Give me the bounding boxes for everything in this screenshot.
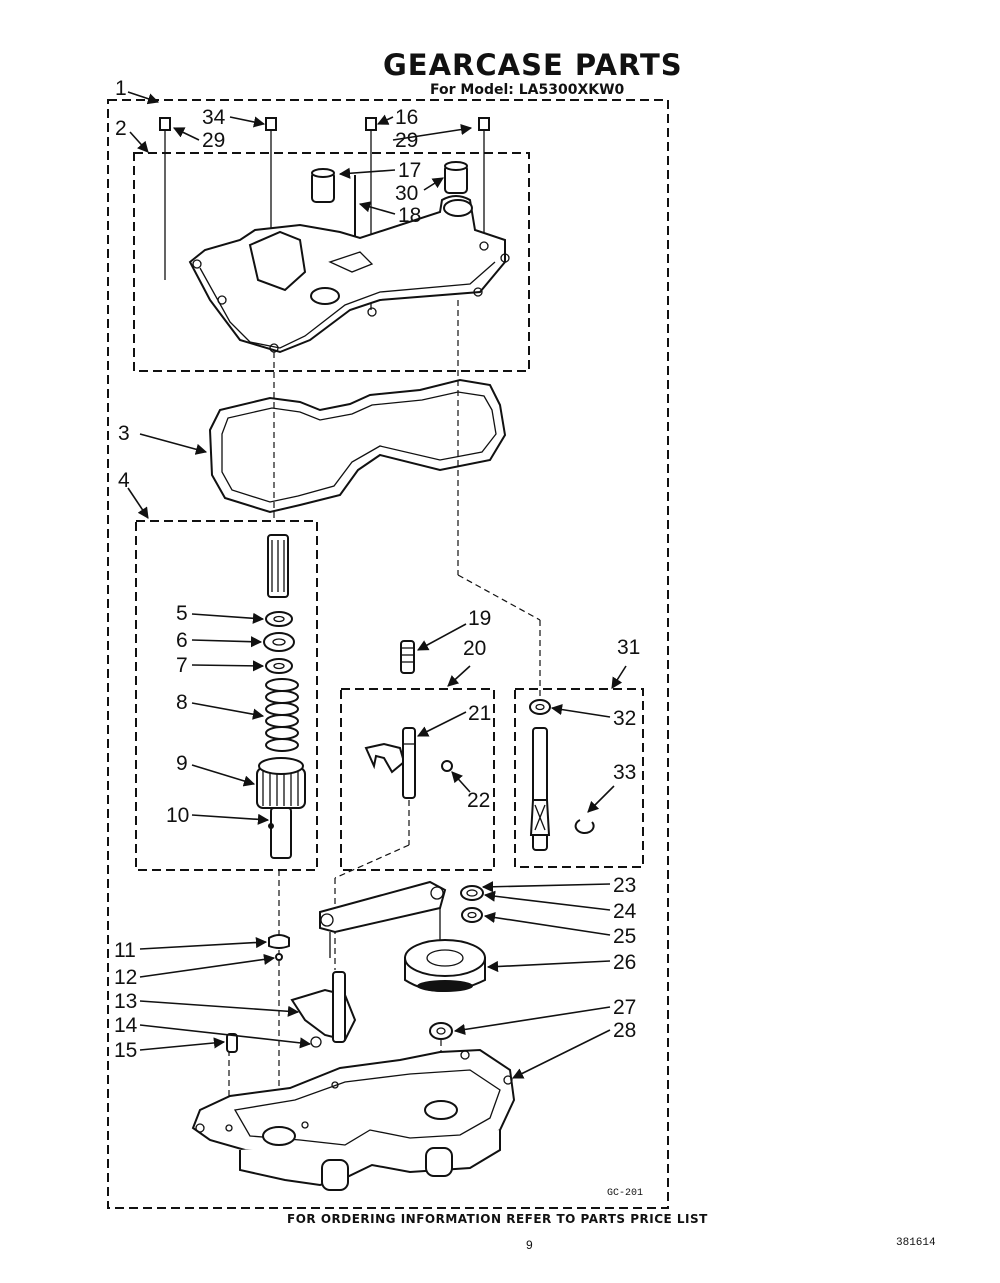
washer-25	[461, 907, 483, 923]
callout-15: 15	[114, 1039, 138, 1062]
callout-17: 17	[398, 159, 422, 182]
shifter-20	[364, 727, 416, 799]
callout-19: 19	[468, 607, 492, 630]
assembly-boundary-4	[135, 520, 318, 871]
callout-18: 18	[398, 204, 422, 227]
callout-27: 27	[613, 996, 637, 1019]
assembly-boundary-31	[514, 688, 644, 868]
callout-20: 20	[463, 637, 487, 660]
assembly-boundary-2	[133, 152, 530, 372]
callout-28: 28	[613, 1019, 637, 1042]
callout-10: 10	[166, 804, 190, 827]
screw-29-right	[478, 117, 490, 245]
gasket-3	[208, 378, 507, 514]
spring-8	[265, 678, 299, 752]
callout-32: 32	[613, 707, 637, 730]
callout-2: 2	[115, 117, 127, 140]
ordering-note: FOR ORDERING INFORMATION REFER TO PARTS …	[287, 1212, 708, 1226]
callout-3: 3	[118, 422, 130, 445]
clip-22	[441, 760, 453, 772]
roll-pin-15	[226, 1033, 238, 1053]
washer-32	[529, 699, 551, 715]
gearcase-base-28	[191, 1048, 516, 1191]
callout-24: 24	[613, 900, 637, 923]
callout-23: 23	[613, 874, 637, 897]
gearcase-cover	[188, 195, 510, 354]
page-number: 9	[526, 1238, 533, 1252]
washer-24	[460, 885, 484, 901]
lever-13	[290, 971, 357, 1048]
callout-8: 8	[176, 691, 188, 714]
callout-33: 33	[613, 761, 637, 784]
callout-29-right: 29	[395, 129, 419, 152]
page-title: GEARCASE PARTS	[383, 48, 683, 82]
callout-26: 26	[613, 951, 637, 974]
bushing-17	[311, 168, 335, 203]
callout-29-left: 29	[202, 129, 226, 152]
callout-1: 1	[115, 77, 127, 100]
callout-30: 30	[395, 182, 419, 205]
screw-29-left	[159, 117, 171, 280]
assembly-boundary-20	[340, 688, 495, 871]
bearing-6	[263, 632, 295, 652]
callout-34: 34	[202, 106, 226, 129]
callout-5: 5	[176, 602, 188, 625]
callout-16: 16	[395, 106, 419, 129]
callout-6: 6	[176, 629, 188, 652]
model-subtitle: For Model: LA5300XKW0	[430, 82, 625, 98]
callout-11: 11	[114, 939, 136, 962]
gear-26	[404, 939, 486, 992]
assembly-boundary-1	[107, 99, 669, 1209]
callout-31: 31	[617, 636, 641, 659]
plug-11	[268, 934, 290, 949]
callout-9: 9	[176, 752, 188, 775]
gear-9	[256, 757, 306, 809]
callout-22: 22	[467, 789, 491, 812]
washer-7	[265, 658, 293, 674]
callout-14: 14	[114, 1014, 138, 1037]
ball-12	[275, 953, 283, 961]
callout-13: 13	[114, 990, 138, 1013]
callout-12: 12	[114, 966, 138, 989]
washer-5	[265, 611, 293, 627]
callout-7: 7	[176, 654, 188, 677]
document-number: 381614	[896, 1237, 936, 1249]
diagram-code: GC-201	[607, 1188, 644, 1199]
callout-25: 25	[613, 925, 637, 948]
callout-21: 21	[468, 702, 492, 725]
washer-27	[429, 1022, 453, 1040]
bushing-30	[444, 161, 468, 194]
spline-shaft	[267, 534, 289, 598]
spring-19	[400, 640, 415, 674]
pinion-shaft-31	[529, 727, 551, 851]
callout-4: 4	[118, 469, 130, 492]
e-ring-33	[574, 819, 595, 834]
pinion-shaft-10	[268, 807, 292, 859]
link-arm-23	[319, 880, 447, 958]
